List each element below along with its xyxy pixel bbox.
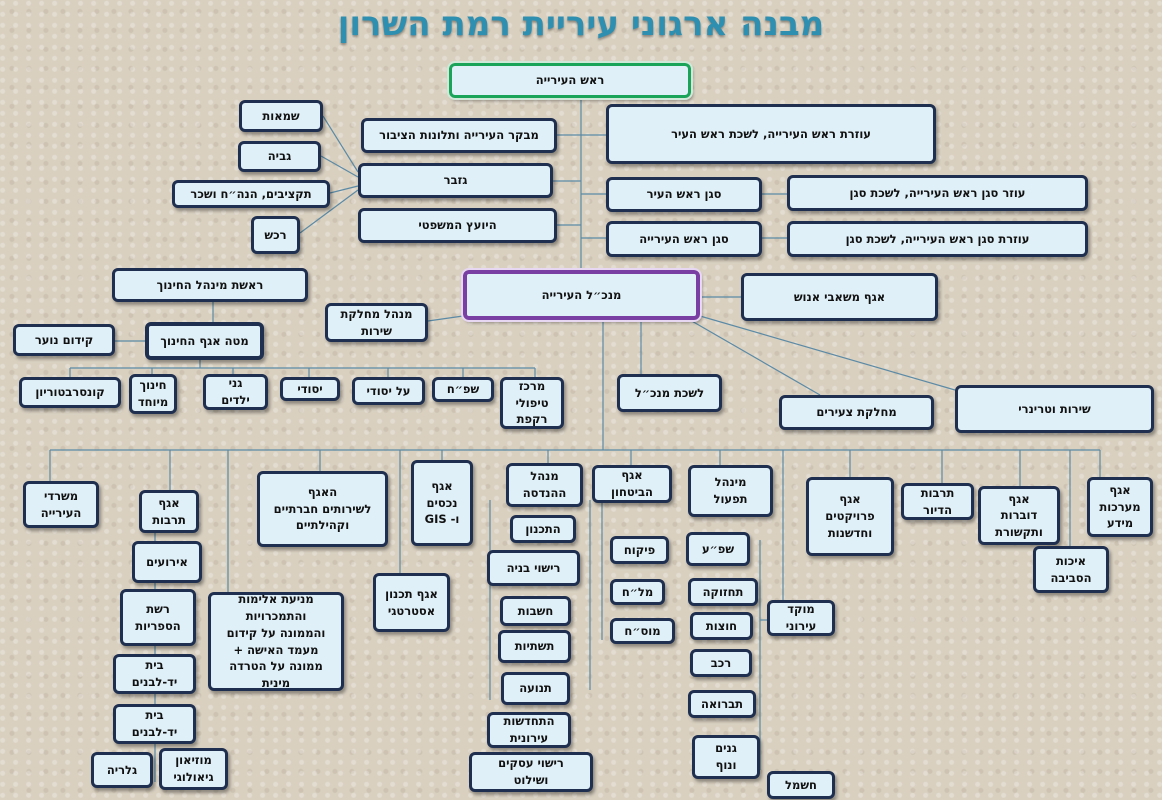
vet-box: שירות וטרינרי: [955, 385, 1154, 433]
security-box: אגף הביטחון: [592, 465, 672, 503]
traffic-box: תנועה: [501, 672, 570, 705]
gardens-box: גנים ונוף: [692, 735, 760, 779]
it-box: אגף מערכות מידע: [1087, 477, 1153, 537]
city-offices-box: משרדי העירייה: [23, 481, 99, 528]
assets-box: אגף נכסים ו- GIS: [411, 460, 473, 546]
vehicles-box: רכב: [690, 649, 752, 677]
environment-box: איכות הסביבה: [1033, 546, 1109, 593]
legal-adviser-box: היועץ המשפטי: [358, 208, 557, 243]
ceo-office-box: לשכת מנכ״ל: [617, 374, 722, 412]
secondary-box: על יסודי: [352, 377, 425, 405]
operations-box: מינהל תפעול: [688, 465, 773, 517]
deputy-mayor-1-box: סגן ראש העיר: [606, 177, 762, 212]
special-ed-box: חינוך מיוחד: [129, 374, 177, 414]
maintenance-box: תחזוקה: [688, 578, 758, 606]
beit-yad-levanim-2-box: בית יד-לבנים: [113, 704, 196, 744]
budgets-box: תקציבים, הנה״ח ושכר: [172, 180, 330, 208]
libraries-box: רשת הספריות: [120, 589, 196, 646]
youth-box: קידום נוער: [13, 324, 115, 356]
comptroller-box: מבקר העירייה ותלונות הציבור: [361, 118, 557, 153]
projects-box: אגף פרויקטים וחדשנות: [806, 477, 894, 556]
treasurer-box: גזבר: [358, 163, 553, 198]
engineering-box: מנהל ההנדסה: [506, 463, 583, 507]
accounts-box: חשבות: [500, 596, 571, 626]
events-box: אירועים: [132, 541, 202, 583]
procurement-box: רכש: [251, 216, 300, 254]
spokes-box: אגף דוברות ותקשורת: [978, 486, 1060, 545]
shapa-box: שפ״ע: [686, 532, 750, 566]
museum-box: מוזיאון גיאולוגי: [159, 748, 228, 790]
appraisals-box: שמאות: [239, 100, 323, 132]
deputy-assistant-1-box: עוזר סגן ראש העירייה, לשכת סגן: [787, 175, 1088, 211]
mayor-assistant-box: עוזרת ראש העירייה, לשכת ראש העיר: [606, 104, 936, 164]
deputy-assistant-2-box: עוזרת סגן ראש העירייה, לשכת סגן: [787, 221, 1088, 257]
yards-box: חוצות: [690, 612, 753, 640]
chart-title: מבנה ארגוני עיריית רמת השרון: [337, 4, 825, 44]
supervision-box: פיקוח: [610, 536, 669, 564]
malach-box: מל״ח: [610, 579, 665, 605]
permits-box: רישוי בניה: [487, 550, 580, 586]
beit-yad-levanim-1-box: בית יד-לבנים: [113, 654, 196, 694]
therapy-center-box: מרכז טיפולי רקפת: [500, 377, 564, 429]
gallery-box: גלריה: [91, 752, 153, 788]
social-box: האגף לשירותים חברתיים וקהילתיים: [257, 471, 388, 547]
hr-box: אגף משאבי אנוש: [741, 273, 938, 321]
collection-box: גביה: [238, 141, 321, 172]
prevention-box: מניעת אלימות והתמכרויות והממונה על קידום…: [208, 592, 344, 691]
conservatory-box: קונסרבטוריון: [19, 377, 121, 408]
culture-box: אגף תרבות: [139, 490, 199, 533]
business-licensing-box: רישוי עסקים ושילוט: [469, 752, 593, 792]
deputy-mayor-2-box: סגן ראש העירייה: [606, 221, 762, 257]
education-head-box: ראשת מינהל החינוך: [112, 268, 308, 302]
kindergartens-box: גני ילדים: [203, 374, 268, 410]
ceo-box: מנכ״ל העירייה: [461, 268, 702, 322]
education-staff-box: מטה אגף החינוך: [145, 322, 264, 360]
housing-culture-box: תרבות הדיור: [901, 483, 974, 520]
elementary-box: יסודי: [280, 377, 340, 401]
mosach-box: מוס״ח: [610, 618, 675, 644]
service-manager-box: מנהל מחלקת שירות: [325, 303, 428, 342]
planning-box: התכנון: [510, 515, 576, 543]
call-center-box: מוקד עירוני: [767, 600, 835, 636]
strategic-box: אגף תכנון אסטרטגי: [373, 573, 450, 632]
infrastructure-box: תשתיות: [498, 630, 571, 663]
youth-dept-box: מחלקת צעירים: [779, 395, 934, 430]
electricity-box: חשמל: [767, 771, 835, 799]
psych-box: שפ״ח: [432, 377, 494, 402]
renewal-box: התחדשות עירונית: [487, 712, 571, 748]
mayor-box: ראש העירייה: [447, 61, 693, 100]
sanitation-box: תברואה: [688, 690, 756, 718]
